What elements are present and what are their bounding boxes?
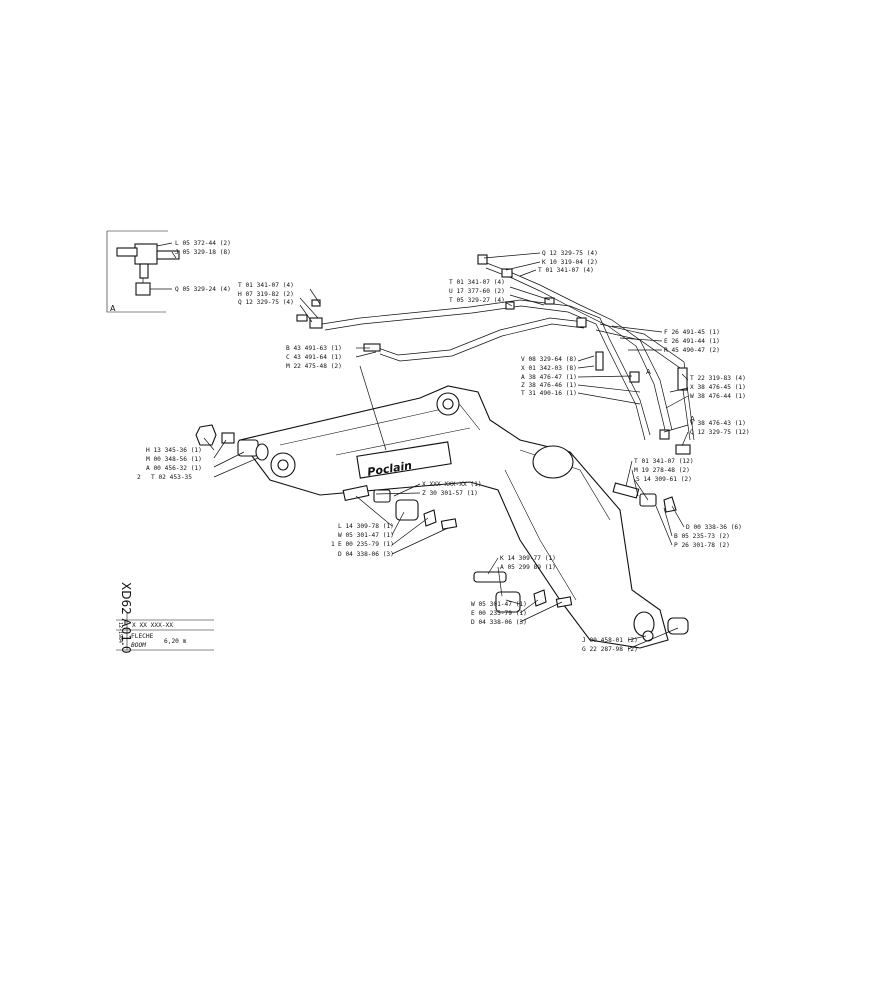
tip-label-2: G 22 287-98 (2): [582, 646, 638, 653]
callout-tip: J 00 458-01 (2) G 22 287-98 (2): [582, 637, 638, 653]
right-pin-label-5: B 05 235-73 (2): [674, 533, 730, 540]
bottom-pin-label-5: D 04 338-06 (3): [471, 619, 527, 626]
right-clamp-label-1: T 22 319-83 (4): [690, 375, 746, 382]
right-clamp-label-3: W 38 476-44 (1): [690, 393, 746, 400]
callout-right-clamps: T 22 319-83 (4) X 38 476-45 (1) W 38 476…: [690, 375, 746, 400]
hydraulic-hoses: [296, 254, 695, 455]
bottom-pin-label-4: E 00 235-79 (1): [471, 610, 527, 617]
center-hose-label-3: M 22 475-48 (2): [286, 363, 342, 370]
section-tag-a-1: A: [646, 368, 651, 376]
right-tube-label-3: R 45 490-47 (2): [664, 347, 720, 354]
right-mid-label-5: T 31 490-16 (1): [521, 390, 577, 397]
left-pin-label-3: A 00 456-32 (1): [146, 465, 202, 472]
left-hose-label-3: Q 12 329-75 (4): [238, 299, 294, 306]
inset-label-1: L 05 372-44 (2): [175, 240, 231, 247]
right-pin-label-2: M 19 278-48 (2): [634, 467, 690, 474]
boom-center-label-2: Z 30 301-57 (1): [422, 490, 478, 497]
callout-left-hose: T 01 341-07 (4) H 07 319-82 (2) Q 12 329…: [238, 282, 294, 306]
right-mid-label-3: A 38 476-47 (1): [521, 374, 577, 381]
bottom-pin-label-2: A 05 299 89 (1): [500, 564, 556, 571]
callout-right-low: V 38 476-43 (1) Q 12 329-75 (12): [690, 420, 750, 436]
inset-label-3: Q 05 329-24 (4): [175, 286, 231, 293]
top-fitting-label-3: T 01 341-07 (4): [538, 267, 594, 274]
boom-center-label-1: X XXX XXX-XX (1): [422, 481, 482, 488]
right-pin-label-6: P 26 301-78 (2): [674, 542, 730, 549]
middle-pin-label-2: W 05 301-47 (1): [338, 532, 394, 539]
right-mid-label-1: V 08 329-64 (8): [521, 356, 577, 363]
sheet-code: XD62 A01.0: [119, 582, 133, 653]
right-low-label-2: Q 12 329-75 (12): [690, 429, 750, 436]
callout-right-tubes: F 26 491-45 (1) E 26 491-44 (1) R 45 490…: [664, 329, 720, 354]
top-fitting-label-1: Q 12 329-75 (4): [542, 250, 598, 257]
left-hose-label-2: H 07 319-82 (2): [238, 291, 294, 298]
callout-boom-center: X XXX XXX-XX (1) Z 30 301-57 (1): [422, 481, 482, 497]
callout-right-pin: T 01 341-07 (12) M 19 278-48 (2) S 14 30…: [634, 458, 742, 549]
middle-pin-prefix: 1: [331, 541, 335, 548]
callout-bottom-pin: K 14 309-77 (1) A 05 299 89 (1) W 05 301…: [471, 555, 556, 626]
callout-top-fittings: Q 12 329-75 (4) K 10 319-04 (2) T 01 341…: [449, 250, 598, 304]
callout-right-mid: V 08 329-64 (8) X 01 342-03 (8) A 38 476…: [521, 356, 577, 397]
title-block: XD62 A01.0 12-1984 X XX XXX-XX FLECHE BO…: [116, 582, 214, 653]
callout-center-hose: B 43 491-63 (1) C 43 491-64 (1) M 22 475…: [286, 345, 342, 370]
left-pin-label-2: M 00 348-56 (1): [146, 456, 202, 463]
right-pin-label-4: D 00 338-36 (6): [686, 524, 742, 531]
tip-label-1: J 00 458-01 (2): [582, 637, 638, 644]
leader-lines: [203, 252, 689, 650]
top-fitting-label-4: T 01 341-07 (4): [449, 279, 505, 286]
right-clamp-label-2: X 38 476-45 (1): [690, 384, 746, 391]
title-fr: FLECHE: [131, 633, 154, 640]
pin-parts: [195, 424, 689, 642]
top-fitting-label-2: K 10 319-04 (2): [542, 259, 598, 266]
inset-tag: A: [110, 304, 116, 313]
right-low-label-1: V 38 476-43 (1): [690, 420, 746, 427]
center-hose-label-1: B 43 491-63 (1): [286, 345, 342, 352]
left-pin-label-4: T 02 453-35: [151, 474, 192, 481]
right-pin-label-1: T 01 341-07 (12): [634, 458, 694, 465]
right-tube-label-1: F 26 491-45 (1): [664, 329, 720, 336]
title-en: BOOM: [131, 642, 146, 649]
center-hose-label-2: C 43 491-64 (1): [286, 354, 342, 361]
right-mid-label-2: X 01 342-03 (8): [521, 365, 577, 372]
middle-pin-label-4: D 04 338-06 (3): [338, 551, 394, 558]
inset-detail-a: L 05 372-44 (2) J 05 329-18 (8) Q 05 329…: [106, 230, 231, 313]
left-pin-prefix: 2: [137, 474, 141, 481]
boom-drawing: Poclain A A: [239, 368, 695, 649]
right-tube-label-2: E 26 491-44 (1): [664, 338, 720, 345]
angle-fitting-drawing: [116, 243, 180, 296]
right-pin-label-3: S 14 309-61 (2): [636, 476, 692, 483]
bottom-pin-label-1: K 14 309-77 (1): [500, 555, 556, 562]
callout-middle-pin: L 14 309-78 (1) W 05 301-47 (1) 1 E 00 2…: [331, 523, 394, 558]
boom-size: 6,20 m: [164, 638, 187, 645]
top-fitting-label-6: T 05 329-27 (4): [449, 297, 505, 304]
sheet-ref: X XX XXX-XX: [132, 622, 173, 629]
top-fitting-label-5: U 17 377-60 (2): [449, 288, 505, 295]
left-hose-label-1: T 01 341-07 (4): [238, 282, 294, 289]
sheet-date: 12-1984: [117, 622, 123, 643]
callout-left-pin: H 13 345-36 (1) M 00 348-56 (1) A 00 456…: [137, 447, 202, 481]
right-mid-label-4: Z 38 476-46 (1): [521, 382, 577, 389]
inset-label-2: J 05 329-18 (8): [175, 249, 231, 256]
left-pin-label-1: H 13 345-36 (1): [146, 447, 202, 454]
middle-pin-label-3: E 00 235-79 (1): [338, 541, 394, 548]
bottom-pin-label-3: W 05 301-47 (1): [471, 601, 527, 608]
section-tag-a-2: A: [690, 415, 695, 423]
middle-pin-label-1: L 14 309-78 (1): [338, 523, 394, 530]
